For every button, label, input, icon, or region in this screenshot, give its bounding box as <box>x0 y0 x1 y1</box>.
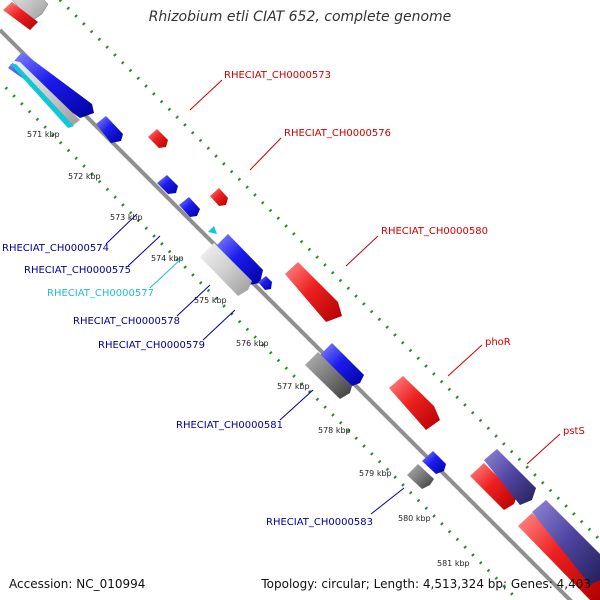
kbp-tick-label: 571 kbp <box>27 130 60 139</box>
gene-feature[interactable] <box>320 343 364 386</box>
gene-feature[interactable] <box>208 226 217 234</box>
gene-feature[interactable] <box>305 352 352 399</box>
leader-line <box>105 213 138 245</box>
leader-line <box>370 487 405 515</box>
gene-label-inner[interactable]: RHECIAT_CH0000575 <box>24 265 131 276</box>
leader-line <box>345 235 379 267</box>
outer-gene-labels: RHECIAT_CH0000573 RHECIAT_CH0000576 RHEC… <box>189 70 585 465</box>
gene-feature[interactable] <box>258 276 272 290</box>
gene-feature[interactable] <box>407 464 434 489</box>
gene-feature[interactable] <box>148 129 168 148</box>
kbp-tick-label: 576 kbp <box>236 339 269 348</box>
kbp-tick-label: 572 kbp <box>68 172 101 181</box>
kbp-tick-labels: 571 kbp 572 kbp 573 kbp 574 kbp 575 kbp … <box>27 130 470 568</box>
genome-title: Rhizobium etli CIAT 652, complete genome <box>148 9 452 25</box>
kbp-tick-label: 579 kbp <box>359 469 392 478</box>
kbp-tick-label: 573 kbp <box>110 213 143 222</box>
gene-label-inner[interactable]: RHECIAT_CH0000578 <box>73 316 180 327</box>
gene-label-outer[interactable]: pstS <box>563 426 585 437</box>
leader-line <box>202 309 236 341</box>
kbp-tick-label: 578 kbp <box>318 426 351 435</box>
gene-label-outer[interactable]: RHECIAT_CH0000573 <box>224 70 331 81</box>
kbp-tick-label: 580 kbp <box>398 514 431 523</box>
genome-backbone <box>0 28 573 600</box>
inner-dotted-track <box>0 79 521 600</box>
gene-label-inner[interactable]: RHECIAT_CH0000574 <box>2 243 109 254</box>
gene-label-outer[interactable]: RHECIAT_CH0000580 <box>381 226 488 237</box>
gene-feature[interactable] <box>470 463 517 510</box>
accession-label: Accession: NC_010994 <box>9 577 146 591</box>
gene-feature[interactable] <box>285 262 342 322</box>
gene-feature[interactable] <box>532 500 600 585</box>
kbp-tick-label: 574 kbp <box>151 254 184 263</box>
gene-feature[interactable] <box>484 449 536 505</box>
leader-line <box>249 137 282 171</box>
gene-label-inner[interactable]: RHECIAT_CH0000577 <box>47 288 154 299</box>
leader-line <box>176 284 211 317</box>
forward-genes <box>3 0 600 600</box>
gene-feature[interactable] <box>518 513 600 600</box>
gene-feature[interactable] <box>8 52 94 118</box>
outer-dotted-track <box>57 0 600 542</box>
gene-feature[interactable] <box>10 64 74 128</box>
kbp-tick-label: 577 kbp <box>277 382 310 391</box>
gene-feature[interactable] <box>179 197 200 217</box>
gene-feature[interactable] <box>215 234 263 285</box>
reverse-genes <box>8 52 446 489</box>
gene-label-outer[interactable]: phoR <box>485 337 511 348</box>
genome-summary: Topology: circular; Length: 4,513,324 bp… <box>261 577 591 591</box>
gene-feature[interactable] <box>210 188 228 206</box>
kbp-tick-label: 581 kbp <box>437 559 470 568</box>
leader-line <box>526 433 561 465</box>
leader-line <box>127 235 161 267</box>
kbp-tick-label: 575 kbp <box>194 296 227 305</box>
gene-label-inner[interactable]: RHECIAT_CH0000581 <box>176 420 283 431</box>
gene-feature[interactable] <box>96 116 123 143</box>
leader-line <box>189 79 223 111</box>
gene-feature[interactable] <box>3 2 38 30</box>
leader-line <box>279 389 314 421</box>
inner-gene-labels: RHECIAT_CH0000574 RHECIAT_CH0000575 RHEC… <box>2 213 405 528</box>
gene-feature[interactable] <box>422 451 446 474</box>
gene-label-outer[interactable]: RHECIAT_CH0000576 <box>284 128 391 139</box>
gene-feature[interactable] <box>389 376 440 430</box>
gene-feature[interactable] <box>200 243 252 296</box>
gene-label-inner[interactable]: RHECIAT_CH0000583 <box>266 517 373 528</box>
leader-line <box>149 257 183 289</box>
leader-line <box>447 344 483 377</box>
gene-feature[interactable] <box>157 175 178 194</box>
gene-label-inner[interactable]: RHECIAT_CH0000579 <box>98 340 205 351</box>
